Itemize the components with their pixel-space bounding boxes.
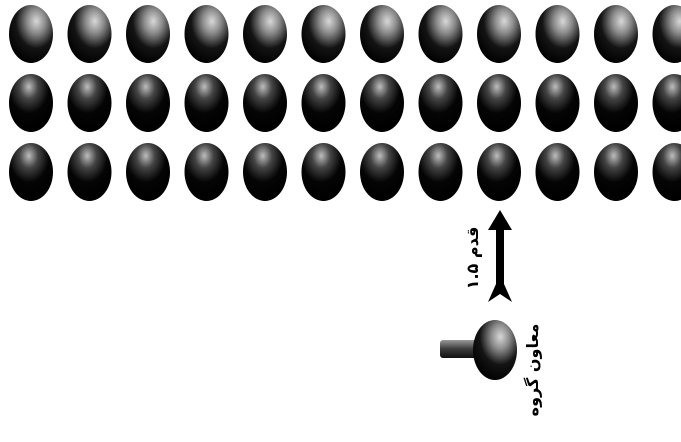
member-head-icon <box>9 143 53 201</box>
member-head-icon <box>477 143 521 201</box>
forward-arrow <box>488 210 512 302</box>
member-head-icon <box>418 74 463 132</box>
member-head-icon <box>9 5 53 63</box>
leader-figure <box>440 320 517 380</box>
member-head-icon <box>301 5 346 63</box>
leader-label: معاون گروه <box>523 324 542 417</box>
member-head-icon <box>301 143 346 201</box>
member-head-icon <box>243 5 287 63</box>
member-head-icon <box>67 5 112 63</box>
member-head-icon <box>126 74 170 132</box>
member-head-icon <box>360 5 404 63</box>
member-head-icon <box>418 143 463 201</box>
member-head-icon <box>67 74 112 132</box>
member-head-icon <box>360 74 404 132</box>
member-head-icon <box>535 74 580 132</box>
member-head-icon <box>535 5 580 63</box>
member-head-icon <box>67 143 112 201</box>
member-head-icon <box>126 143 170 201</box>
member-head-icon <box>594 143 638 201</box>
member-head-icon <box>184 74 229 132</box>
member-head-icon <box>184 5 229 63</box>
member-head-icon <box>535 143 580 201</box>
member-head-icon <box>594 74 638 132</box>
member-head-icon <box>477 74 521 132</box>
member-grid <box>9 5 681 201</box>
distance-label: ۱.۵ قدم <box>463 227 482 290</box>
member-head-icon <box>184 143 229 201</box>
member-head-icon <box>243 143 287 201</box>
member-head-icon <box>9 74 53 132</box>
member-head-icon <box>418 5 463 63</box>
member-head-icon <box>301 74 346 132</box>
member-head-icon <box>360 143 404 201</box>
member-head-icon <box>594 5 638 63</box>
member-head-icon <box>126 5 170 63</box>
member-head-icon <box>477 5 521 63</box>
member-head-icon <box>652 143 681 201</box>
member-head-icon <box>652 5 681 63</box>
member-head-icon <box>652 74 681 132</box>
member-head-icon <box>243 74 287 132</box>
